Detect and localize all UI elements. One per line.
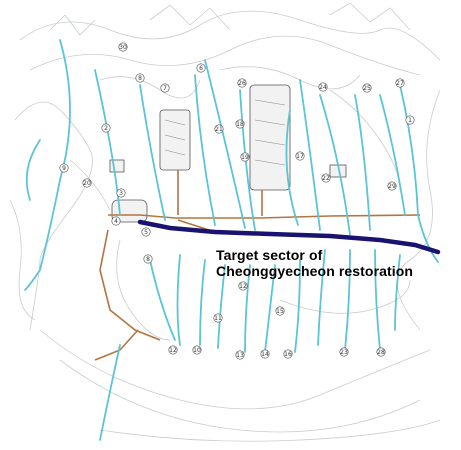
marker-label: 18 [236, 121, 244, 128]
marker-label: 23 [340, 349, 348, 356]
marker-circle [260, 349, 270, 359]
marker-label: 26 [238, 80, 246, 87]
marker-circle [143, 254, 153, 264]
terrain-contours [9, 2, 441, 442]
marker-label: 3 [119, 190, 123, 197]
marker-label: 6 [199, 65, 203, 72]
marker-label: 2 [104, 125, 108, 132]
marker-label: 29 [388, 183, 396, 190]
marker-circle [295, 151, 305, 161]
marker-label: 17 [296, 153, 304, 160]
marker-circle [339, 347, 349, 357]
marker-label: 21 [215, 126, 223, 133]
marker-circle [168, 345, 178, 355]
marker-circle [238, 281, 248, 291]
marker-label: 15 [276, 308, 284, 315]
marker-circle [235, 350, 245, 360]
marker-label: 19 [241, 154, 249, 161]
marker-label: 12 [239, 283, 247, 290]
marker-label: 5 [144, 229, 148, 236]
marker-circle [387, 181, 397, 191]
marker-label: 12 [169, 347, 177, 354]
marker-label: 22 [322, 175, 330, 182]
marker-circle [192, 345, 202, 355]
marker-circle [214, 124, 224, 134]
marker-circle [160, 83, 170, 93]
marker-label: 30 [119, 44, 127, 51]
marker-circle [213, 313, 223, 323]
marker-circle [283, 349, 293, 359]
marker-circle [275, 306, 285, 316]
marker-label: 24 [319, 84, 327, 91]
marker-circle [111, 216, 121, 226]
marker-label: 8 [138, 75, 142, 82]
marker-circle [240, 152, 250, 162]
marker-label: 4 [114, 218, 118, 225]
caption-line-2: Cheonggyecheon restoration [216, 263, 414, 279]
marker-label: 1 [408, 117, 412, 124]
marker-label: 8 [146, 256, 150, 263]
target-stream [137, 219, 441, 255]
marker-circle [141, 227, 151, 237]
dense-area-strokes [164, 99, 286, 166]
marker-circle [135, 73, 145, 83]
caption-line-1: Target sector of [216, 247, 323, 263]
marker-circle [196, 63, 206, 73]
marker-label: 25 [363, 85, 371, 92]
marker-circle [235, 119, 245, 129]
roads [94, 170, 421, 361]
marker-circle [82, 178, 92, 188]
marker-label: 20 [83, 180, 91, 187]
marker-label: 27 [396, 80, 404, 87]
marker-circle [318, 82, 328, 92]
marker-circle [321, 173, 331, 183]
marker-label: 16 [284, 351, 292, 358]
marker-label: 10 [193, 347, 201, 354]
marker-label: 28 [377, 349, 385, 356]
marker-circle [59, 163, 69, 173]
marker-circle [376, 347, 386, 357]
marker-label: 9 [62, 165, 66, 172]
marker-label: 11 [214, 315, 222, 322]
marker-circle [116, 188, 126, 198]
marker-circle [395, 78, 405, 88]
streams [24, 39, 439, 441]
marker-label: 13 [236, 352, 244, 359]
marker-label: 7 [163, 85, 167, 92]
marker-circle [362, 83, 372, 93]
marker-circle [101, 123, 111, 133]
marker-circle [405, 115, 415, 125]
marker-circle [237, 78, 247, 88]
marker-label: 14 [261, 351, 269, 358]
marker-circle [118, 42, 128, 52]
